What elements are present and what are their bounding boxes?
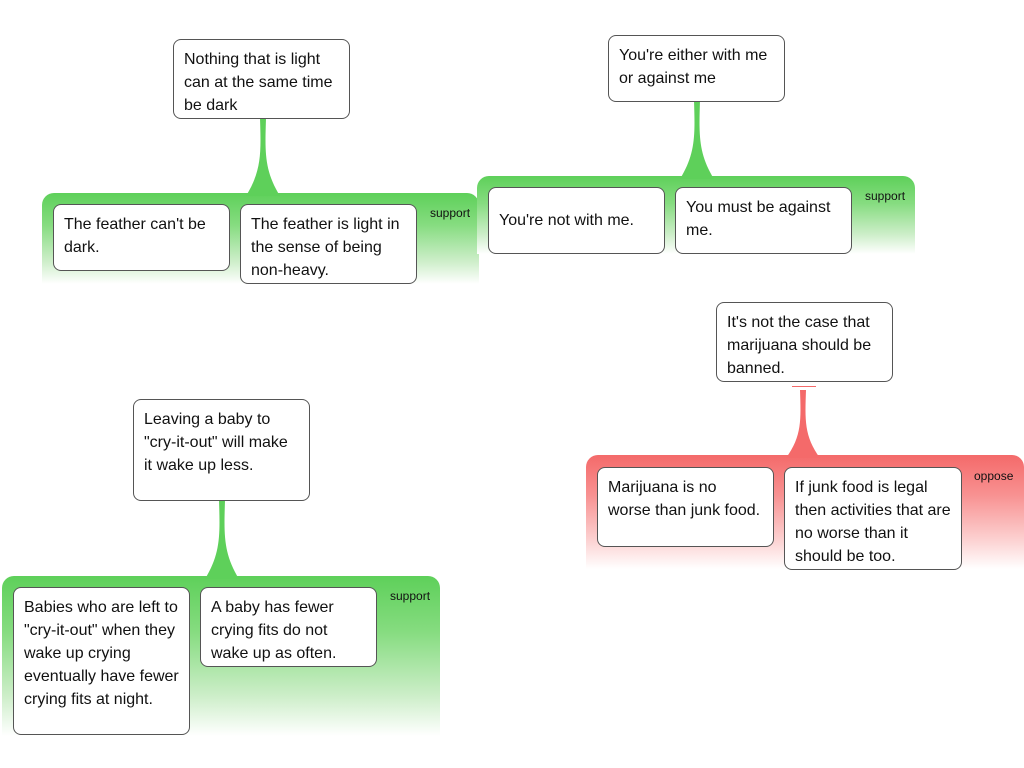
relation-label: support — [430, 206, 471, 220]
support-connector — [246, 118, 280, 196]
claim-node[interactable]: Nothing that is light can at the same ti… — [173, 39, 350, 119]
reason-node[interactable]: You must be against me. — [675, 187, 852, 254]
claim-node[interactable]: Leaving a baby to "cry-it-out" will make… — [133, 399, 310, 501]
reason-node[interactable]: Babies who are left to "cry-it-out" when… — [13, 587, 190, 735]
reason-node[interactable]: A baby has fewer crying fits do not wake… — [200, 587, 377, 667]
reason-node[interactable]: The feather can't be dark. — [53, 204, 230, 271]
reason-node[interactable]: If junk food is legal then activities th… — [784, 467, 962, 570]
relation-label: support — [865, 189, 906, 203]
support-connector — [680, 100, 714, 179]
claim-node[interactable]: It's not the case that marijuana should … — [716, 302, 893, 382]
reason-node[interactable]: The feather is light in the sense of bei… — [240, 204, 417, 284]
relation-label: oppose — [974, 469, 1014, 483]
support-connector — [205, 500, 239, 579]
claim-node[interactable]: You're either with me or against me — [608, 35, 785, 102]
reason-node[interactable]: Marijuana is no worse than junk food. — [597, 467, 774, 547]
relation-label: support — [390, 589, 431, 603]
reason-node[interactable]: You're not with me. — [488, 187, 665, 254]
oppose-connector — [786, 390, 820, 458]
oppose-marker-line — [792, 386, 816, 387]
